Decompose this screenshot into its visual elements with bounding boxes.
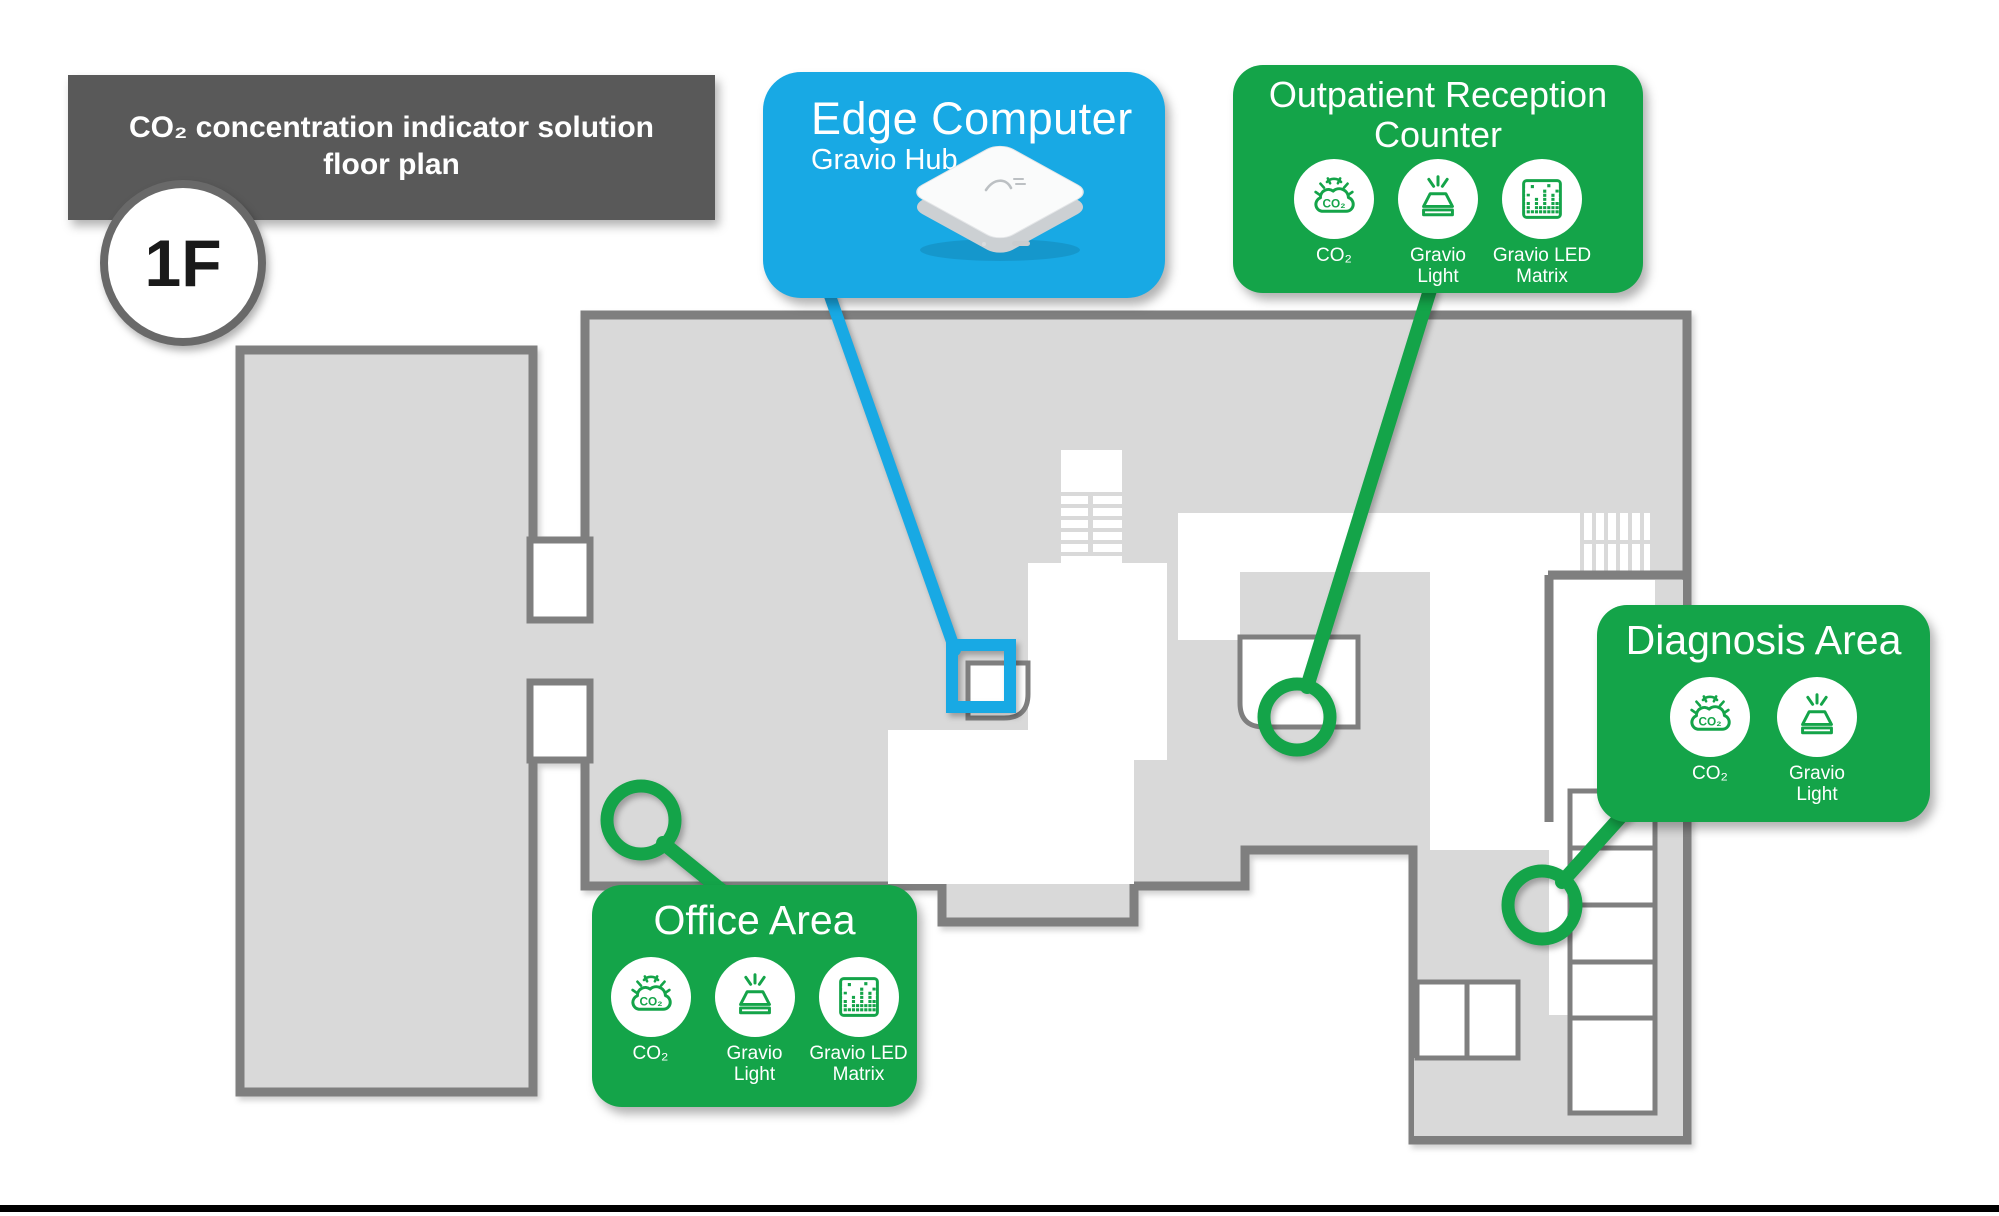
hub-usb-port [1012, 241, 1030, 246]
co2-cloud-icon [623, 969, 679, 1025]
hub-led [982, 242, 986, 246]
right-wing-wall [1544, 570, 1687, 822]
device-label: CO₂ [632, 1043, 669, 1064]
office-marker-circle [600, 779, 682, 861]
co2-cloud-icon [1682, 689, 1738, 745]
reception-back-cutout [1178, 572, 1240, 640]
wall-slot-lower [526, 678, 594, 764]
gravio-hub-device [916, 145, 1084, 261]
header-title-line1: CO₂ concentration indicator solution [128, 111, 654, 144]
device-label: CO₂ [1316, 245, 1352, 266]
outpatient-title-line2: Counter [1373, 114, 1503, 155]
edge-computer-subtitle: Gravio Hub [811, 144, 958, 176]
topright-stairs-treads [1580, 513, 1650, 572]
office-title: Office Area [653, 897, 856, 943]
device-label: CO₂ [1692, 763, 1728, 784]
central-stairs-treads [1061, 492, 1122, 556]
edge-computer-title: Edge Computer [811, 93, 1133, 144]
hub-top-face [916, 145, 1084, 239]
entrance-cutout [888, 730, 1134, 884]
wall-slot-upper [526, 536, 594, 624]
left-wing [235, 345, 538, 1097]
header-title-line2: floor plan [323, 148, 460, 181]
gravio-light-icon [1789, 689, 1845, 745]
edge-hub-marker [946, 639, 1016, 713]
diagnosis-connector-line [1555, 805, 1632, 889]
bottom-divider-bar [0, 1205, 1999, 1212]
corridor [527, 620, 596, 682]
edge-connector-line [824, 290, 961, 656]
device-co2-sensor: CO₂ [601, 957, 701, 1085]
outpatient-title-line1: Outpatient Reception [1268, 74, 1608, 115]
co2-cloud-icon [1306, 171, 1362, 227]
lobby-cutout [1028, 563, 1167, 760]
outpatient-marker-circle [1257, 677, 1337, 757]
hub-logo [984, 178, 1026, 192]
hall-cutout [1430, 572, 1550, 850]
floor-badge: 1F [100, 180, 266, 346]
device-co2-sensor: CO₂ [1284, 159, 1384, 287]
gravio-light-icon [727, 969, 783, 1025]
rooms-column [1567, 788, 1658, 1116]
gravio-led-matrix-icon [1514, 171, 1570, 227]
room-dividers [1570, 845, 1655, 1021]
gravio-led-matrix-icon [831, 969, 887, 1025]
device-co2-sensor: CO₂ [1660, 677, 1760, 805]
upper-corridor-cutout [1178, 513, 1650, 572]
right-wing-floor-2 [1518, 1015, 1570, 1136]
gravio-light-icon [1410, 171, 1466, 227]
callout-edge-computer: Edge Computer Gravio Hub [763, 72, 1165, 298]
small-room-2 [1464, 979, 1521, 1061]
diagnosis-marker-circle [1501, 864, 1583, 946]
diagnosis-title: Diagnosis Area [1625, 617, 1902, 663]
outpatient-connector-line [1300, 283, 1437, 694]
outpatient-title: Outpatient Reception Counter [1233, 75, 1643, 155]
